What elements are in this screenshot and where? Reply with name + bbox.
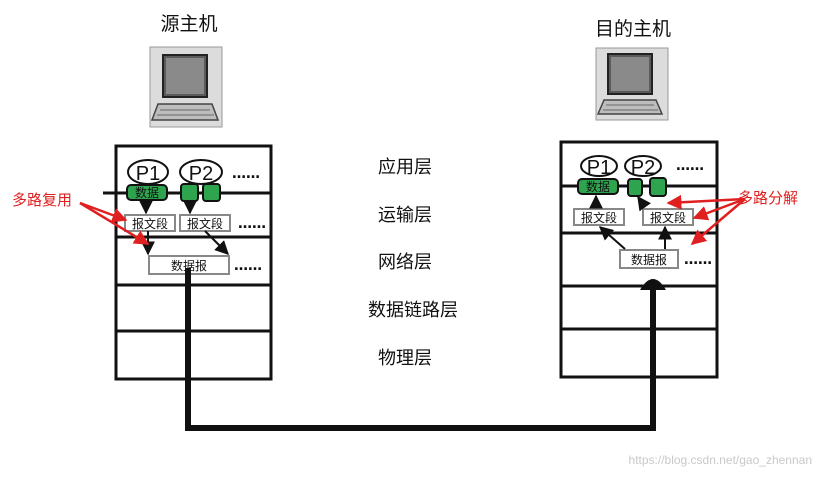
dest-process-p2-label: P2 [631,157,655,179]
computer-icon [595,47,669,121]
layer-network: 网络层 [378,252,432,273]
dest-arrow-segment-to-socket [637,195,651,212]
computer-icon [149,46,223,128]
demultiplexing-label: 多路分解 [738,189,798,207]
demultiplexing-arrow-1 [666,194,746,210]
physical-link-arrowhead [640,279,666,290]
source-more-segments: …… [238,216,266,232]
dest-more-processes: …… [676,158,704,174]
dest-segment-1-label: 报文段 [581,210,617,225]
dest-process-p1-label: P1 [587,157,611,179]
dest-more-datagrams: …… [684,252,712,268]
demultiplexing-arrow-3 [690,198,746,245]
source-segment-1 [124,214,176,232]
source-socket-2 [202,183,221,202]
dest-segment-1 [573,208,625,226]
multiplexing-arrow-2 [79,201,150,246]
source-segment-1-label: 报文段 [132,216,168,231]
dest-arrow-datagram-to-segment1 [598,226,626,250]
source-process-p1-label: P1 [136,163,160,185]
source-arrow-segment2-to-datagram [204,230,229,255]
source-socket-1 [180,183,199,202]
layer-data-link: 数据链路层 [368,300,458,321]
layer-physical: 物理层 [378,348,432,369]
dest-process-p2 [624,155,662,177]
dest-socket-2 [649,177,667,197]
source-process-p2 [179,159,223,185]
multiplexing-arrow-1 [79,201,128,223]
layer-transport: 运输层 [378,205,432,226]
dest-segment-2-label: 报文段 [650,210,686,225]
dest-socket-data-label: 数据 [586,179,610,194]
layer-application: 应用层 [378,157,432,178]
source-more-processes: …… [232,166,260,182]
physical-link-cable [185,268,656,431]
watermark: https://blog.csdn.net/gao_zhennan [629,453,812,467]
dest-socket-1 [627,178,643,197]
source-segment-2-label: 报文段 [187,216,223,231]
source-more-datagrams: …… [234,258,262,274]
dest-datagram [619,249,679,269]
dest-socket-data [577,178,619,195]
source-datagram-label: 数据报 [171,258,207,273]
source-socket-data-label: 数据 [135,185,159,200]
dest-datagram-label: 数据报 [631,252,667,267]
multiplexing-label: 多路复用 [12,191,72,209]
source-host-title: 源主机 [160,13,217,35]
dest-process-p1 [580,155,618,177]
source-process-p2-label: P2 [189,163,213,185]
dest-host-title: 目的主机 [595,18,671,40]
demultiplexing-arrow-2 [692,197,746,221]
